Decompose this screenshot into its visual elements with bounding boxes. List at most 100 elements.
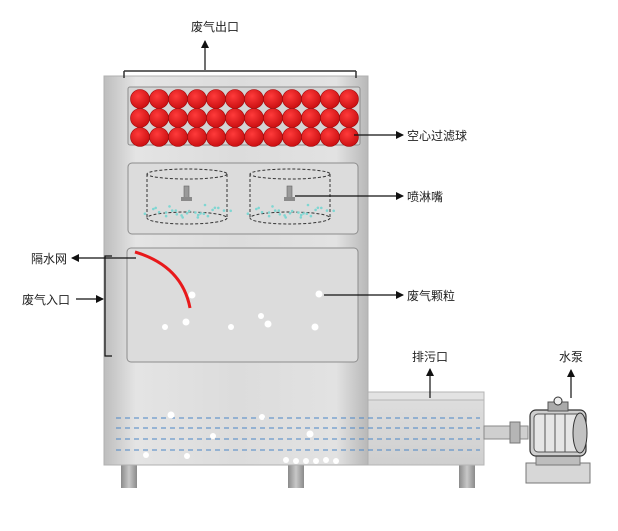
tower-leg-left <box>121 462 137 488</box>
filter-ball <box>282 127 302 147</box>
filter-ball <box>320 89 340 109</box>
spray-droplet <box>194 211 197 214</box>
spray-droplet <box>164 214 168 218</box>
label-drain-outlet: 排污口 <box>412 350 449 364</box>
filter-ball <box>244 89 264 109</box>
spray-droplet <box>174 209 178 212</box>
spray-droplet <box>305 212 309 215</box>
filter-ball <box>130 108 150 128</box>
spray-droplet <box>246 212 250 215</box>
filter-ball <box>168 89 188 109</box>
filter-ball <box>225 127 245 147</box>
spray-droplet <box>297 211 300 214</box>
spray-droplet <box>332 209 336 213</box>
spray-droplet <box>180 214 183 217</box>
spray-droplet <box>154 206 157 210</box>
spray-droplet <box>316 206 320 210</box>
filter-ball <box>225 108 245 128</box>
spray-droplet <box>202 212 206 215</box>
spray-droplet <box>229 209 232 213</box>
water-separator-net <box>134 250 192 309</box>
filter-ball <box>282 89 302 109</box>
spray-droplet <box>170 209 174 212</box>
filter-ball <box>130 89 150 109</box>
filter-ball <box>301 127 321 147</box>
spray-droplet <box>257 206 261 210</box>
tower-leg-middle <box>288 462 304 488</box>
spray-droplet <box>203 203 207 207</box>
spray-droplet <box>217 206 220 210</box>
filter-ball <box>282 108 302 128</box>
water-level-lines <box>116 417 480 451</box>
spray-droplet <box>187 209 191 213</box>
spray-droplet <box>271 205 274 208</box>
filter-ball <box>206 127 226 147</box>
spray-droplet <box>164 211 168 214</box>
filter-ball <box>263 89 283 109</box>
filter-ball <box>149 127 169 147</box>
spray-droplet <box>267 211 271 214</box>
filter-ball <box>206 108 226 128</box>
inlet-bracket <box>104 255 112 357</box>
spray-nozzle-icon <box>181 185 295 201</box>
filter-ball <box>225 89 245 109</box>
spray-cylinder-left <box>146 168 228 225</box>
filter-ball <box>168 108 188 128</box>
filter-ball <box>301 89 321 109</box>
filter-ball <box>339 89 359 109</box>
filter-ball <box>149 108 169 128</box>
spray-droplet <box>314 208 317 212</box>
filter-ball <box>187 108 207 128</box>
spray-droplet <box>254 207 258 211</box>
spray-droplet <box>181 216 184 219</box>
label-exhaust-inlet: 废气入口 <box>22 293 71 307</box>
spray-droplet <box>299 216 303 219</box>
spray-droplet <box>278 213 282 216</box>
spray-droplet <box>277 209 281 212</box>
spray-droplet <box>283 214 286 217</box>
spray-droplet <box>196 213 200 217</box>
filter-ball <box>263 127 283 147</box>
spray-droplet <box>168 205 171 208</box>
spray-droplet <box>196 216 200 219</box>
filter-ball <box>130 127 150 147</box>
spray-droplet <box>309 214 313 218</box>
spray-droplet <box>211 208 214 212</box>
label-exhaust-particles: 废气颗粒 <box>407 289 456 303</box>
drain-tank <box>365 396 485 466</box>
spray-droplet <box>260 210 264 214</box>
spray-droplet <box>213 206 217 210</box>
spray-droplet <box>290 209 294 213</box>
spray-droplet <box>157 210 161 214</box>
filter-ball <box>339 127 359 147</box>
filter-ball <box>263 108 283 128</box>
spray-droplet <box>152 207 155 211</box>
spray-droplet <box>199 212 202 215</box>
spray-droplet <box>306 203 310 207</box>
label-spray-nozzle: 喷淋嘴 <box>407 190 444 204</box>
filter-ball <box>320 108 340 128</box>
filter-ball <box>187 89 207 109</box>
filter-ball <box>244 108 264 128</box>
exhaust-particles <box>162 290 323 331</box>
spray-droplet <box>325 209 329 212</box>
filter-ball <box>244 127 264 147</box>
filter-balls <box>130 89 359 147</box>
spray-chamber <box>127 162 359 235</box>
drain-tank-lid <box>365 391 485 401</box>
label-water-pump: 水泵 <box>559 350 584 364</box>
spray-droplet <box>267 214 271 218</box>
spray-droplet <box>206 214 210 218</box>
spray-droplet <box>185 211 189 215</box>
filter-ball <box>168 127 188 147</box>
filter-ball <box>149 89 169 109</box>
filter-ball <box>339 108 359 128</box>
spray-droplet <box>273 209 277 212</box>
filter-ball <box>301 108 321 128</box>
filter-ball <box>320 127 340 147</box>
filter-ball <box>206 89 226 109</box>
spray-droplet <box>175 213 179 216</box>
spray-droplet <box>320 206 323 210</box>
label-exhaust-outlet: 废气出口 <box>191 20 240 34</box>
